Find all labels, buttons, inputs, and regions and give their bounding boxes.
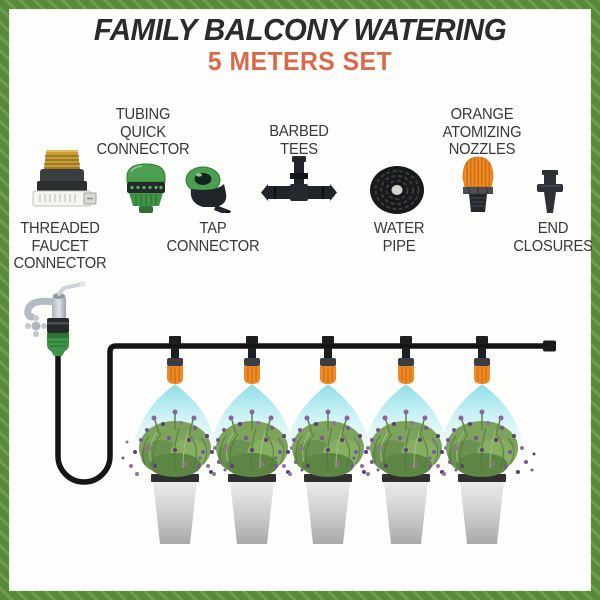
pipe-end-closure [543, 340, 556, 352]
misting-nozzle [243, 335, 261, 385]
label-end-closures: END CLOSURES [513, 220, 593, 255]
faucet [24, 281, 86, 337]
page-subtitle: 5 METERS SET [207, 46, 393, 76]
tubing-quick-connector-icon [126, 163, 166, 213]
end-closure-icon [537, 170, 563, 213]
label-barbed-tees: BARBED TEES [269, 123, 329, 158]
label-tubing-quick-connector: TUBING QUICK CONNECTOR [96, 106, 190, 158]
label-orange-atomizing-nozzles: ORANGE ATOMIZING NOZZLES [442, 106, 522, 158]
misting-nozzle [473, 335, 491, 385]
potted-plant [120, 408, 230, 545]
threaded-faucet-connector-icon [32, 150, 97, 207]
tap-connector-icon [185, 166, 231, 213]
misting-nozzle [397, 335, 415, 385]
water-pipe-icon [370, 166, 424, 214]
atomizing-nozzle-icon [462, 156, 494, 212]
potted-plant [351, 408, 461, 545]
water-pipe-run [55, 343, 547, 485]
label-tap-connector: TAP CONNECTOR [166, 220, 260, 255]
barbed-tee-icon [261, 156, 337, 201]
misting-nozzle [166, 335, 184, 385]
tap-connector-assembly [47, 318, 69, 356]
label-threaded-faucet-connector: THREADED FAUCET CONNECTOR [13, 220, 107, 272]
misting-nozzle [319, 335, 337, 385]
page-title: FAMILY BALCONY WATERING [93, 12, 507, 47]
label-water-pipe: WATER PIPE [373, 220, 425, 255]
potted-plant [197, 408, 307, 545]
potted-plant [427, 408, 537, 545]
potted-plant [273, 408, 383, 545]
